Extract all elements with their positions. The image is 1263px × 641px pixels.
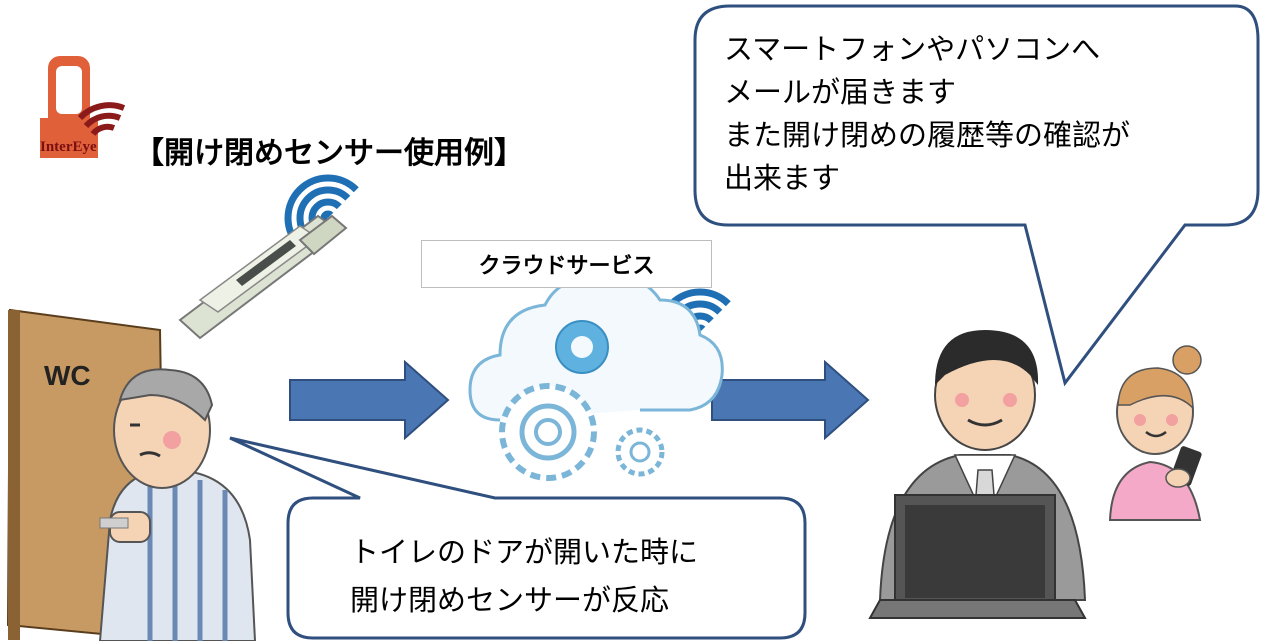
speech-bubble-top: [693, 4, 1260, 387]
page-title: 【開け閉めセンサー使用例】: [134, 136, 524, 171]
logo-text: InterEye: [40, 139, 97, 155]
flow-arrow-1: [289, 359, 450, 441]
bubble-bottom-line: 開け閉めセンサーが反応: [350, 583, 670, 617]
bubble-bottom-text: トイレのドアが開いた時に 開け閉めセンサーが反応: [350, 528, 698, 624]
cloud-gears-icon: [468, 274, 724, 481]
bubble-top-line: また開け閉めの履歴等の確認が: [724, 118, 1131, 152]
intereye-logo: [40, 56, 126, 158]
bubble-top-text: スマートフォンやパソコンへ メールが届きます また開け閉めの履歴等の確認が 出来…: [724, 28, 1130, 200]
bubble-top-line: メールが届きます: [724, 75, 957, 109]
bubble-top-line: スマートフォンやパソコンへ: [724, 32, 1101, 66]
woman-smartphone-illustration: [1108, 345, 1202, 521]
wc-sign: WC: [44, 360, 91, 391]
elderly-man-illustration: [98, 368, 257, 641]
businessman-laptop-illustration: [868, 330, 1087, 619]
flow-arrow-2: [711, 359, 870, 441]
bubble-bottom-line: トイレのドアが開いた時に: [350, 535, 699, 569]
speech-bubble-bottom: [229, 436, 807, 640]
door-sensor-icon: [178, 214, 348, 340]
cloud-service-label: クラウドサービス: [421, 240, 712, 288]
bubble-top-line: 出来ます: [724, 161, 841, 195]
